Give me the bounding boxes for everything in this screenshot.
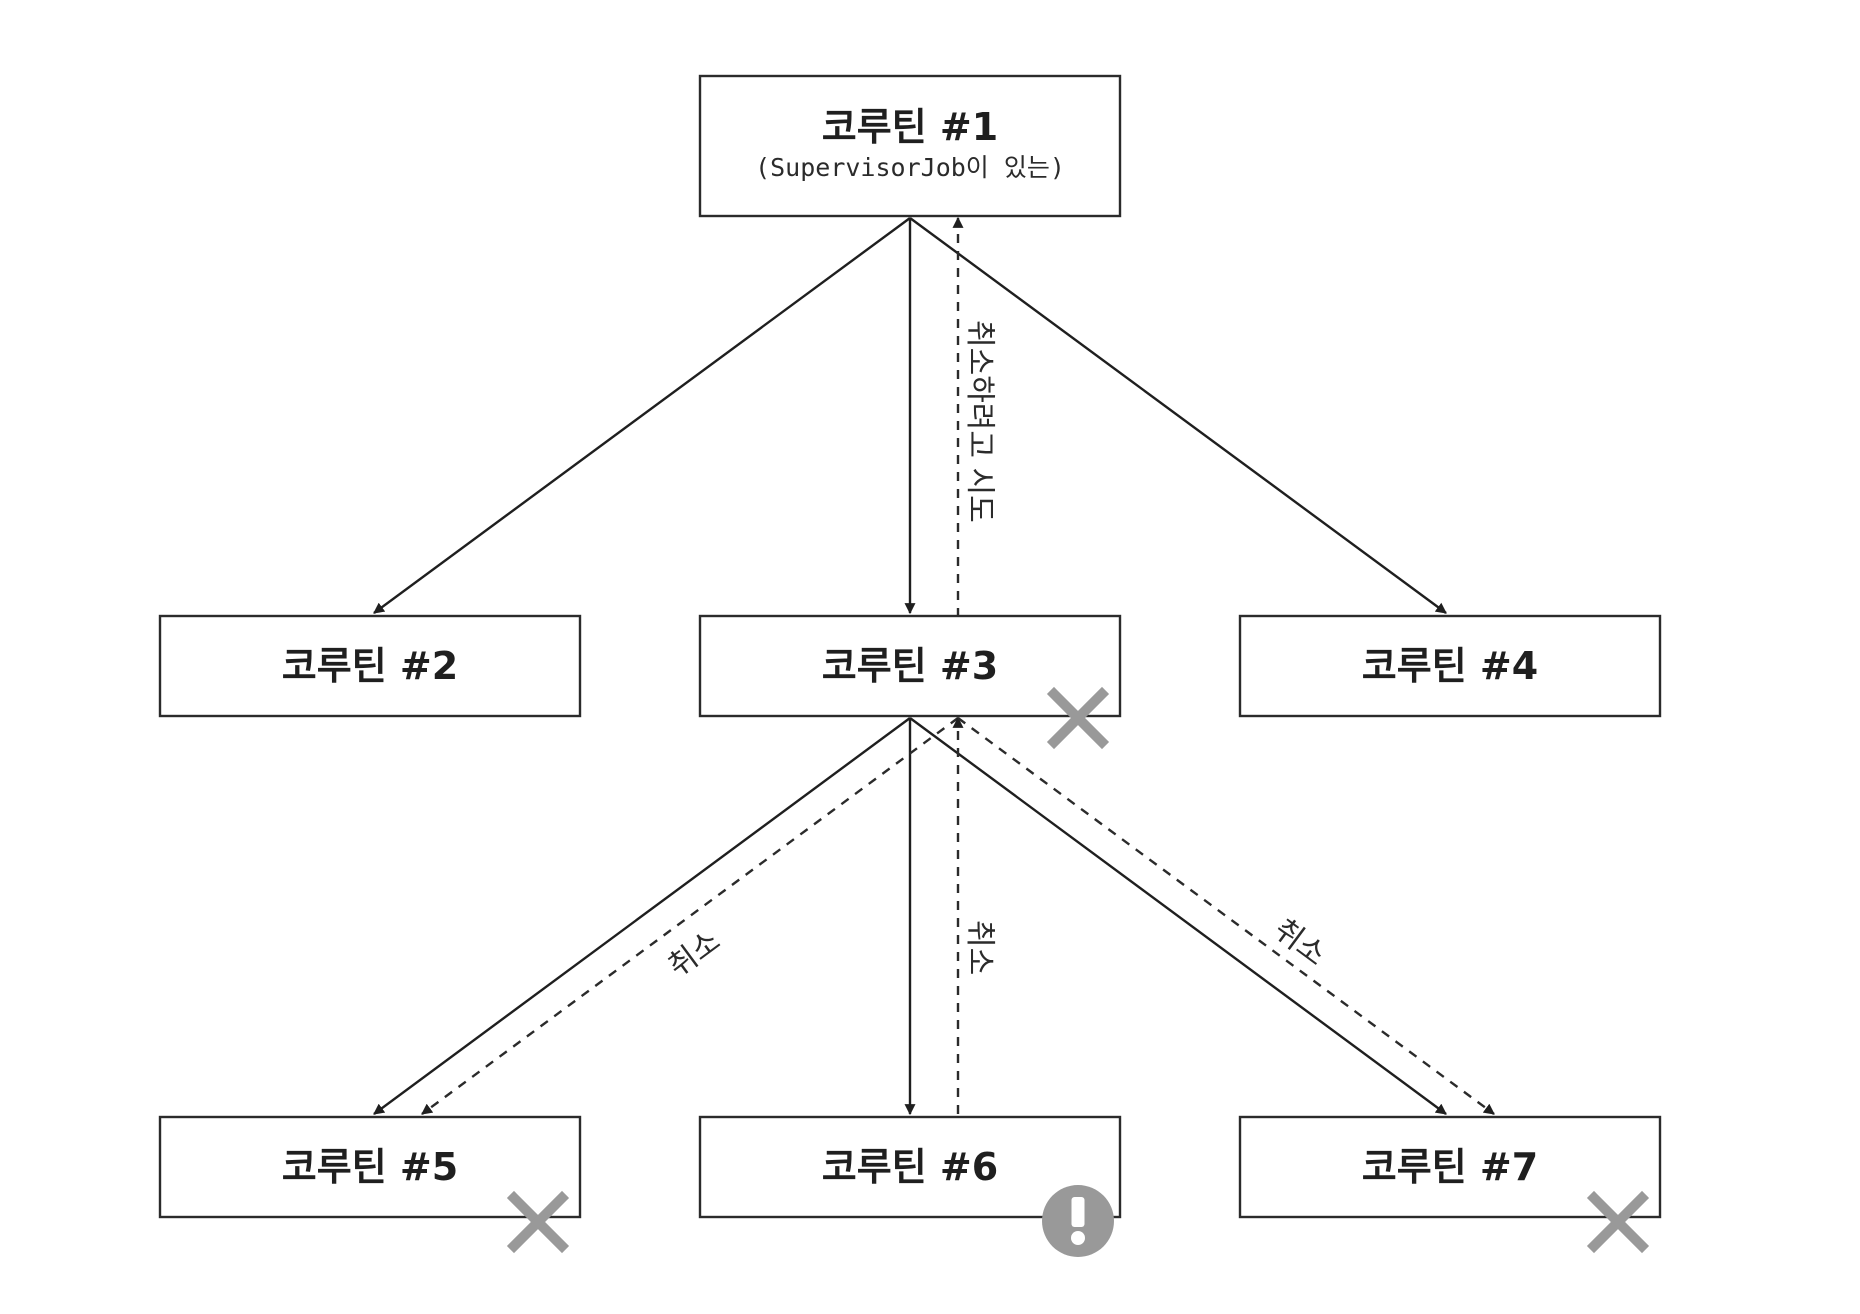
node-coroutine-4-label: 코루틴 #4 — [1362, 644, 1538, 688]
cancelled-x-icon — [1046, 686, 1110, 750]
edge-c3-to-c7-dashed — [957, 717, 1495, 1115]
edge-c3-to-c7 — [909, 717, 1447, 1115]
node-coroutine-1: 코루틴 #1 (SupervisorJob이 있는) — [698, 74, 1122, 218]
edge-c1-to-c2 — [373, 217, 911, 614]
edge-c1-to-c4 — [909, 217, 1447, 614]
edge-label-cancel-c6: 취소 — [962, 920, 997, 975]
node-coroutine-1-sublabel: (SupervisorJob이 있는) — [755, 153, 1065, 182]
node-coroutine-1-label: 코루틴 #1 — [822, 105, 998, 149]
node-coroutine-2: 코루틴 #2 — [158, 614, 582, 718]
node-coroutine-5-label: 코루틴 #5 — [282, 1145, 458, 1189]
edge-label-cancel-c5: 취소 — [662, 923, 727, 984]
node-coroutine-3-label: 코루틴 #3 — [822, 644, 998, 688]
cancelled-x-icon — [1586, 1190, 1650, 1254]
cancelled-x-icon — [506, 1190, 570, 1254]
node-coroutine-7-label: 코루틴 #7 — [1362, 1145, 1538, 1189]
edge-c3-to-c5-dashed — [421, 717, 959, 1115]
edge-c3-to-c5 — [373, 717, 911, 1115]
edge-label-cancel-c7: 취소 — [1267, 912, 1332, 973]
node-coroutine-6-label: 코루틴 #6 — [822, 1145, 998, 1189]
node-coroutine-3: 코루틴 #3 — [698, 614, 1122, 718]
node-coroutine-2-label: 코루틴 #2 — [282, 644, 458, 688]
node-coroutine-4: 코루틴 #4 — [1238, 614, 1662, 718]
edge-label-attempt-cancel: 취소하려고 시도 — [962, 320, 997, 523]
exception-exclamation-icon — [1042, 1185, 1114, 1257]
